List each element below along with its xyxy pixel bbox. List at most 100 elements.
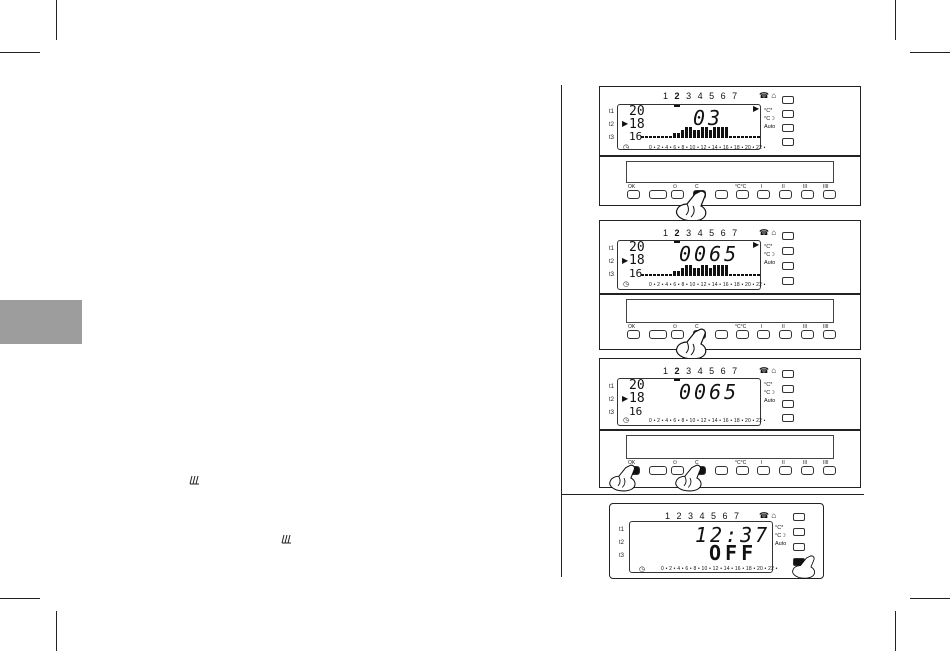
mode-label: °C* [764, 244, 773, 250]
down-button[interactable] [782, 400, 794, 408]
zone-label: t1 [619, 527, 625, 533]
arrow-right-icon: ▶ [622, 394, 629, 403]
segment-display: 03 [693, 106, 724, 130]
temp-eco: 18 [629, 391, 645, 406]
program-bars [641, 264, 760, 276]
time-display: 12:37 [695, 523, 771, 547]
hour-scale: 0 • 2 • 4 • 6 • 8 • 10 • 12 • 14 • 16 • … [649, 418, 766, 424]
program-3-button[interactable] [801, 330, 814, 339]
mode-button[interactable] [782, 277, 794, 285]
clock-icon: ◷ [639, 566, 646, 573]
copy-button[interactable] [715, 190, 728, 199]
program-2-label: II [782, 460, 785, 466]
copy-button[interactable] [715, 466, 728, 475]
segment-display: 0065 [679, 380, 740, 404]
blank-button[interactable] [649, 190, 667, 199]
clock-icon: ◷ [623, 417, 630, 424]
menu-button[interactable] [793, 513, 805, 521]
power-button[interactable] [671, 466, 684, 475]
program-2-label: II [782, 324, 785, 330]
zone-label: t3 [609, 135, 615, 141]
column-divider [561, 85, 562, 577]
program-2-button[interactable] [779, 190, 792, 199]
lcd-display [629, 521, 773, 573]
program-3-label: III [803, 184, 808, 190]
mode-button[interactable] [782, 138, 794, 146]
panel-slot [626, 435, 834, 459]
thermostat-unit-1: 1 2 3 4 5 6 7 ☎ ⌂ ▶ t1 t2 t3 20 ▶ 18 16 … [599, 86, 861, 222]
ok-label: OK [628, 184, 636, 190]
program-4-button[interactable] [823, 466, 836, 475]
ok-label: OK [628, 460, 636, 466]
mode-button[interactable] [782, 414, 794, 422]
temp-pair-label: °C°C [735, 184, 747, 190]
c-label: C [695, 184, 699, 190]
mode-label: °C* [775, 525, 784, 531]
phone-house-icon: ☎ ⌂ [759, 511, 777, 520]
mode-label: °C☽ [764, 390, 776, 396]
thermostat-unit-4: 1 2 3 4 5 6 7 ☎ ⌂ t1 t2 t3 12:37 OFF ◷ 0… [609, 503, 824, 579]
menu-button[interactable] [782, 232, 794, 240]
program-1-button[interactable] [757, 190, 770, 199]
program-4-label: IIII [823, 324, 829, 330]
blank-button[interactable] [649, 466, 667, 475]
power-button[interactable] [671, 330, 684, 339]
down-button[interactable] [782, 124, 794, 132]
program-1-button[interactable] [757, 330, 770, 339]
up-button[interactable] [782, 110, 794, 118]
ok-button[interactable] [627, 330, 640, 339]
hour-scale: 0 • 2 • 4 • 6 • 8 • 10 • 12 • 14 • 16 • … [661, 566, 778, 572]
program-3-label: III [803, 460, 808, 466]
crop-mark [0, 52, 40, 53]
row-divider [562, 494, 864, 495]
pointing-hand-icon [675, 328, 707, 360]
program-4-label: IIII [823, 460, 829, 466]
temp-pair-button[interactable] [736, 466, 749, 475]
zone-label: t2 [609, 397, 615, 403]
up-button[interactable] [782, 247, 794, 255]
crop-mark [910, 598, 950, 599]
power-label: ⏻ [673, 324, 677, 330]
hand-wave-icon [189, 475, 199, 485]
day-cursor [674, 379, 680, 381]
blank-button[interactable] [649, 330, 667, 339]
program-1-label: I [761, 460, 763, 466]
c-label: C [695, 324, 699, 330]
phone-house-icon: ☎ ⌂ [759, 91, 777, 100]
program-2-label: II [782, 184, 785, 190]
power-button[interactable] [671, 190, 684, 199]
down-button[interactable] [793, 543, 805, 551]
program-2-button[interactable] [779, 466, 792, 475]
temp-pair-button[interactable] [736, 190, 749, 199]
lcd-display [617, 378, 761, 426]
menu-button[interactable] [782, 96, 794, 104]
ok-button[interactable] [627, 190, 640, 199]
copy-button[interactable] [715, 330, 728, 339]
crop-mark [895, 0, 896, 40]
program-1-button[interactable] [757, 466, 770, 475]
mode-label: Auto [764, 260, 776, 266]
temp-eco: 18 [629, 253, 645, 268]
hour-scale: 0 • 2 • 4 • 6 • 8 • 10 • 12 • 14 • 16 • … [649, 145, 766, 151]
program-2-button[interactable] [779, 330, 792, 339]
down-button[interactable] [782, 262, 794, 270]
mode-label: °C☽ [775, 533, 787, 539]
up-button[interactable] [793, 528, 805, 536]
menu-button[interactable] [782, 370, 794, 378]
program-bars [641, 126, 760, 138]
zone-label: t3 [609, 410, 615, 416]
temp-frost: 16 [629, 130, 643, 143]
program-3-button[interactable] [801, 466, 814, 475]
program-4-button[interactable] [823, 330, 836, 339]
arrow-right-icon: ▶ [622, 256, 629, 265]
temp-frost: 16 [629, 405, 643, 418]
mode-label: °C☽ [764, 252, 776, 258]
pointing-hand-icon [792, 555, 816, 579]
zone-label: t3 [619, 553, 625, 559]
day-selector: 1 2 3 4 5 6 7 [663, 91, 740, 101]
program-3-button[interactable] [801, 190, 814, 199]
temp-pair-button[interactable] [736, 330, 749, 339]
arrow-right-icon: ▶ [753, 104, 760, 113]
program-4-button[interactable] [823, 190, 836, 199]
up-button[interactable] [782, 385, 794, 393]
